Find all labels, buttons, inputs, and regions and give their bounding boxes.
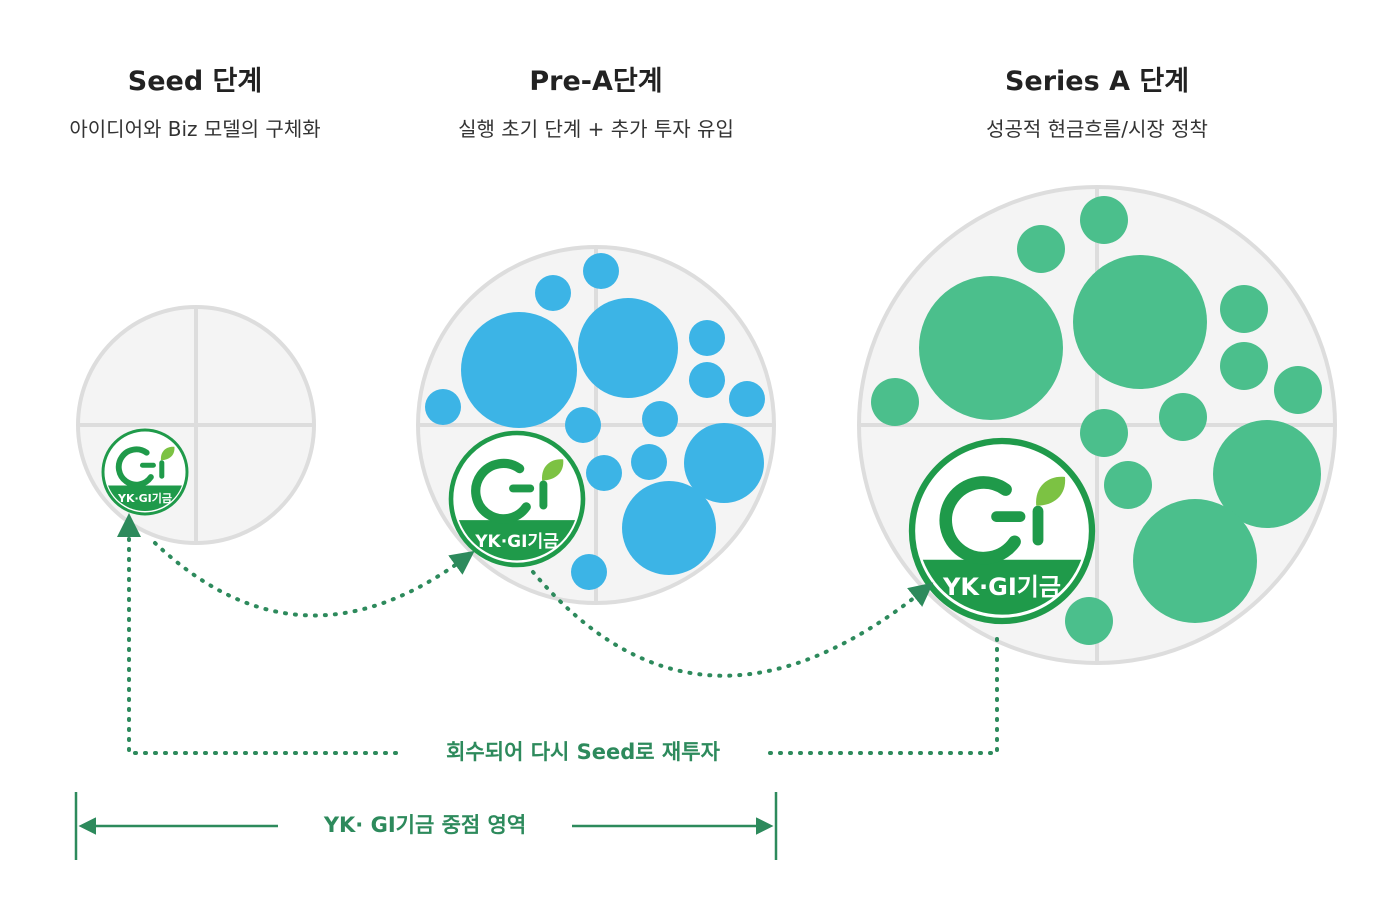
stage-title-seed: Seed 단계 xyxy=(128,66,262,97)
stage-title-series-a: Series A 단계 xyxy=(1005,66,1189,97)
focus-range-label: YK· GI기금 중점 영역 xyxy=(323,813,526,837)
startup-bubble xyxy=(578,298,678,398)
startup-bubble xyxy=(535,275,571,311)
series-a-stage-circle: YK·GI기금 xyxy=(857,185,1337,665)
reinvest-loop-right xyxy=(768,628,999,755)
startup-bubble xyxy=(1073,255,1207,389)
startup-bubble xyxy=(583,253,619,289)
startup-bubble xyxy=(684,423,764,503)
stage-subtitle-series-a: 성공적 현금흐름/시장 정착 xyxy=(986,117,1208,141)
startup-bubble xyxy=(1080,409,1128,457)
series-a-bubbles xyxy=(871,196,1322,645)
startup-bubble xyxy=(729,381,765,417)
stage-subtitle-seed: 아이디어와 Biz 모델의 구체화 xyxy=(69,117,320,141)
startup-bubble xyxy=(586,455,622,491)
stage-subtitle-pre-a: 실행 초기 단계 + 추가 투자 유입 xyxy=(458,117,734,141)
startup-bubble xyxy=(461,312,577,428)
startup-bubble xyxy=(689,320,725,356)
logo-label-pre-a: YK·GI기금 xyxy=(474,532,559,552)
startup-bubble xyxy=(1080,196,1128,244)
reinvest-loop-left xyxy=(117,513,398,755)
logo-label-seed: YK·GI기금 xyxy=(117,491,172,505)
startup-bubble xyxy=(1065,597,1113,645)
startup-bubble xyxy=(1274,366,1322,414)
flow-arrow-pre-a-to-series-a xyxy=(531,570,934,678)
startup-bubble xyxy=(1017,225,1065,273)
startup-bubble xyxy=(1104,461,1152,509)
flow-arrow-seed-to-pre-a xyxy=(153,541,475,618)
startup-bubble xyxy=(871,378,919,426)
pre-a-bubbles xyxy=(425,253,765,590)
startup-bubble xyxy=(642,401,678,437)
pre-a-stage-circle: YK·GI기금 xyxy=(416,245,776,605)
startup-bubble xyxy=(919,276,1063,420)
startup-bubble xyxy=(1220,342,1268,390)
seed-stage-circle: YK·GI기금 xyxy=(76,305,316,545)
startup-bubble xyxy=(622,481,716,575)
startup-bubble xyxy=(425,389,461,425)
startup-bubble xyxy=(631,444,667,480)
startup-bubble xyxy=(1220,285,1268,333)
startup-bubble xyxy=(1213,420,1321,528)
startup-bubble xyxy=(1133,499,1257,623)
startup-bubble xyxy=(689,362,725,398)
startup-bubble xyxy=(1159,393,1207,441)
startup-bubble xyxy=(571,554,607,590)
startup-bubble xyxy=(565,407,601,443)
reinvest-label: 회수되어 다시 Seed로 재투자 xyxy=(446,740,720,764)
stage-title-pre-a: Pre-A단계 xyxy=(529,66,662,97)
logo-label-series-a: YK·GI기금 xyxy=(942,573,1061,601)
